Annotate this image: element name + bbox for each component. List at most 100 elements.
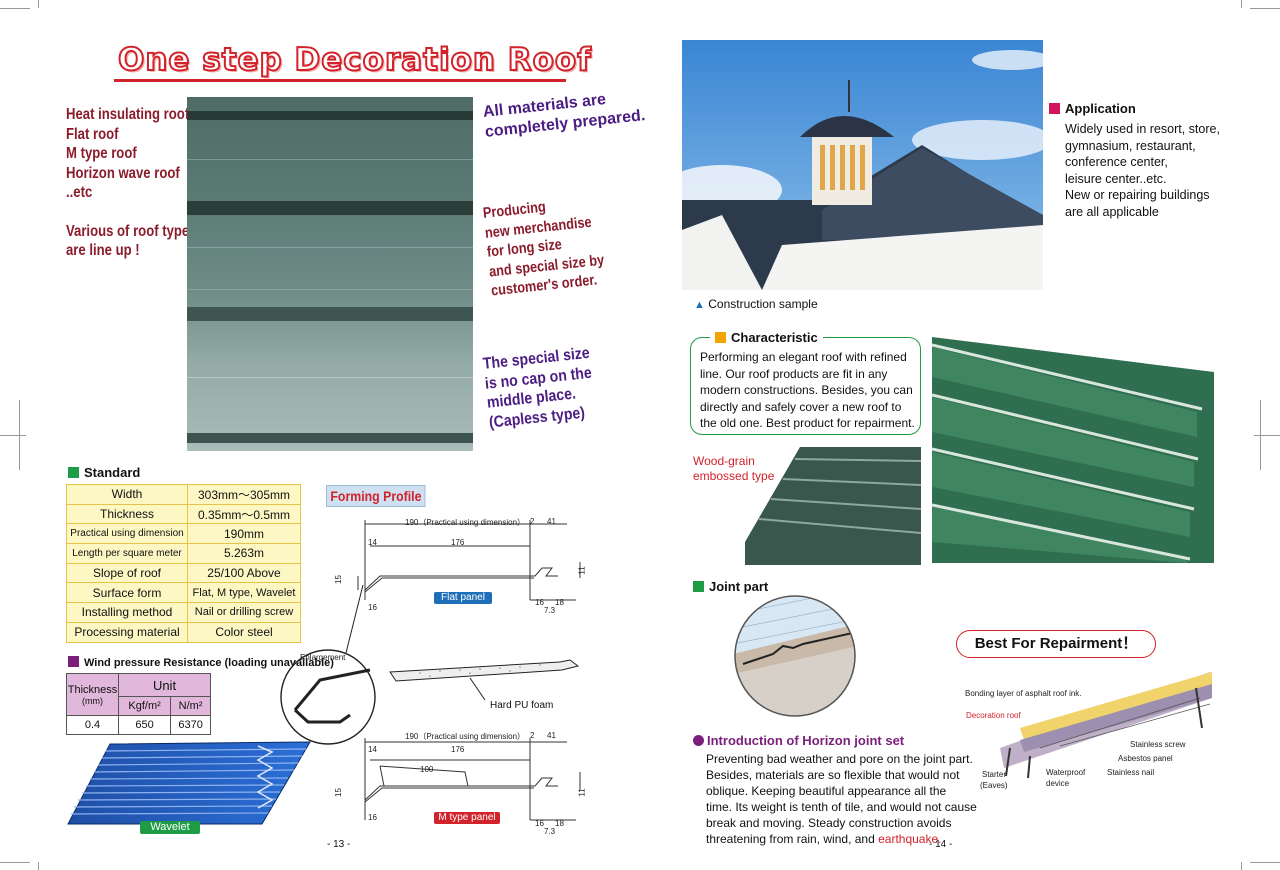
roof-type-item: Heat insulating roof (66, 106, 190, 123)
dimension-label: 11 (577, 788, 587, 797)
dimension-label: 16 (535, 598, 544, 607)
wind-pressure-table: Thickness(mm) Unit Kgf/m² N/m² 0.4 650 6… (66, 672, 211, 735)
table-cell: 25/100 Above (187, 562, 301, 584)
forming-profile-title: Forming Profile (326, 485, 426, 507)
wavelet-label: Wavelet (140, 821, 200, 834)
table-cell: Thickness(mm) (66, 672, 119, 717)
roof-types-note: are line up ! (66, 242, 140, 259)
text-line: Widely used in resort, store, (1065, 122, 1220, 136)
crop-mark (1254, 435, 1280, 436)
dimension-label: 41 (547, 731, 556, 740)
text-line: Preventing bad weather and pore on the j… (706, 752, 973, 766)
dimension-label: 16 (535, 819, 544, 828)
text-line: the old one. Best product for repairment… (700, 416, 915, 430)
crop-mark (0, 435, 26, 436)
stainless-screw-label: Stainless screw (1130, 740, 1186, 749)
dimension-label: 7.3 (544, 827, 556, 836)
table-cell: Slope of roof (66, 562, 188, 584)
construction-caption: ▲ Construction sample (694, 297, 818, 311)
text-line: gymnasium, restaurant, (1065, 138, 1196, 153)
crop-mark (1250, 8, 1280, 9)
dimension-label: 7.3 (544, 606, 556, 615)
text-line: Besides, materials are so flexible that … (706, 768, 960, 782)
standard-heading: Standard (68, 465, 140, 480)
text-line: break and moving. Steady construction av… (706, 816, 952, 830)
dimension-label: 16 (368, 813, 377, 822)
magenta-square-icon (1049, 103, 1060, 114)
table-cell: 303mm〜305mm (187, 484, 301, 505)
characteristic-heading: Characteristic (710, 330, 823, 345)
horizon-text: Preventing bad weather and pore on the j… (706, 751, 977, 847)
dimension-label: 14 (368, 745, 377, 754)
wind-pressure-heading: Wind pressure Resistance (loading unavai… (68, 656, 334, 669)
waterproof-label: device (1046, 779, 1070, 788)
table-cell: Flat, M type, Wavelet (187, 582, 301, 604)
table-cell: 0.4 (66, 715, 119, 735)
flat-panel-label: Flat panel (434, 592, 492, 604)
roof-type-item: ..etc (66, 184, 93, 201)
hard-pu-foam-label: Hard PU foam (490, 700, 554, 711)
text-line: conference center, (1065, 155, 1168, 169)
roof-type-item: Horizon wave roof (66, 164, 180, 182)
horizon-heading-label: Introduction of Horizon joint set (707, 733, 905, 748)
crop-mark (1250, 862, 1280, 863)
table-cell: Processing material (66, 621, 188, 643)
table-cell: 5.263m (187, 543, 301, 564)
dimension-label: 190（Practical using dimension） (405, 518, 526, 527)
eaves-label: (Eaves) (980, 781, 1008, 790)
green-square-icon (693, 581, 704, 592)
table-cell: Unit (118, 672, 211, 698)
callout-materials: All materials are completely prepared. (482, 86, 646, 142)
table-cell: Thickness (66, 503, 188, 525)
wind-heading-label: Wind pressure Resistance (loading unavai… (84, 657, 334, 669)
dimension-label: 2 (530, 731, 535, 740)
text-line: are all applicable (1065, 204, 1159, 219)
crop-mark (0, 862, 30, 863)
purple-dot-icon (693, 735, 704, 746)
asbestos-panel-label: Asbestos panel (1118, 754, 1173, 763)
dimension-label: 190（Practical using dimension） (405, 732, 526, 741)
roof-type-item: Flat roof (66, 125, 119, 143)
forming-profile-drawing (280, 520, 581, 821)
dimension-label: 15 (333, 788, 343, 797)
table-cell: Color steel (187, 621, 301, 643)
title-underline (114, 79, 566, 82)
dimension-label: 16 (368, 603, 377, 612)
construction-caption-text: Construction sample (708, 297, 818, 311)
table-row: Kgf/m² N/m² (67, 696, 211, 717)
text-line: Performing an elegant roof with refined (700, 350, 907, 364)
wood-grain-panel-photo (745, 447, 921, 565)
crop-mark (1241, 0, 1242, 8)
enlargement-label: Enlargement (300, 653, 346, 662)
table-cell: Width (66, 484, 188, 505)
caption-line: embossed type (693, 469, 775, 483)
callout-capless: The special size is no cap on the middle… (482, 344, 597, 433)
dimension-label: 176 (451, 538, 465, 547)
horizon-joint-heading: Introduction of Horizon joint set (693, 733, 904, 748)
joint-detail-image (734, 595, 856, 717)
table-row: Thickness(mm) Unit (66, 672, 211, 717)
dimension-label: 14 (368, 538, 377, 547)
text-line: threatening from rain, wind, and earthqu… (706, 831, 952, 847)
crop-mark (38, 0, 39, 8)
dimension-label: 18 (555, 819, 564, 828)
application-heading-label: Application (1065, 101, 1136, 116)
stainless-nail-label: Stainless nail (1107, 768, 1155, 777)
table-cell: Kgf/m² (117, 696, 172, 717)
wavelet-panel-image (67, 741, 311, 825)
dimension-label: 41 (547, 517, 556, 526)
orange-square-icon (715, 332, 726, 343)
waterproof-label: Waterproof (1046, 768, 1086, 777)
application-heading: Application (1049, 101, 1136, 116)
standard-heading-label: Standard (84, 465, 141, 480)
green-roof-panels-photo (932, 337, 1214, 563)
roof-types-list: Heat insulating roof Flat roof M type ro… (66, 105, 230, 261)
crop-mark (1260, 400, 1261, 470)
caption-line: Wood-grain (693, 454, 755, 468)
text-span: threatening from rain, wind, and (706, 832, 879, 846)
